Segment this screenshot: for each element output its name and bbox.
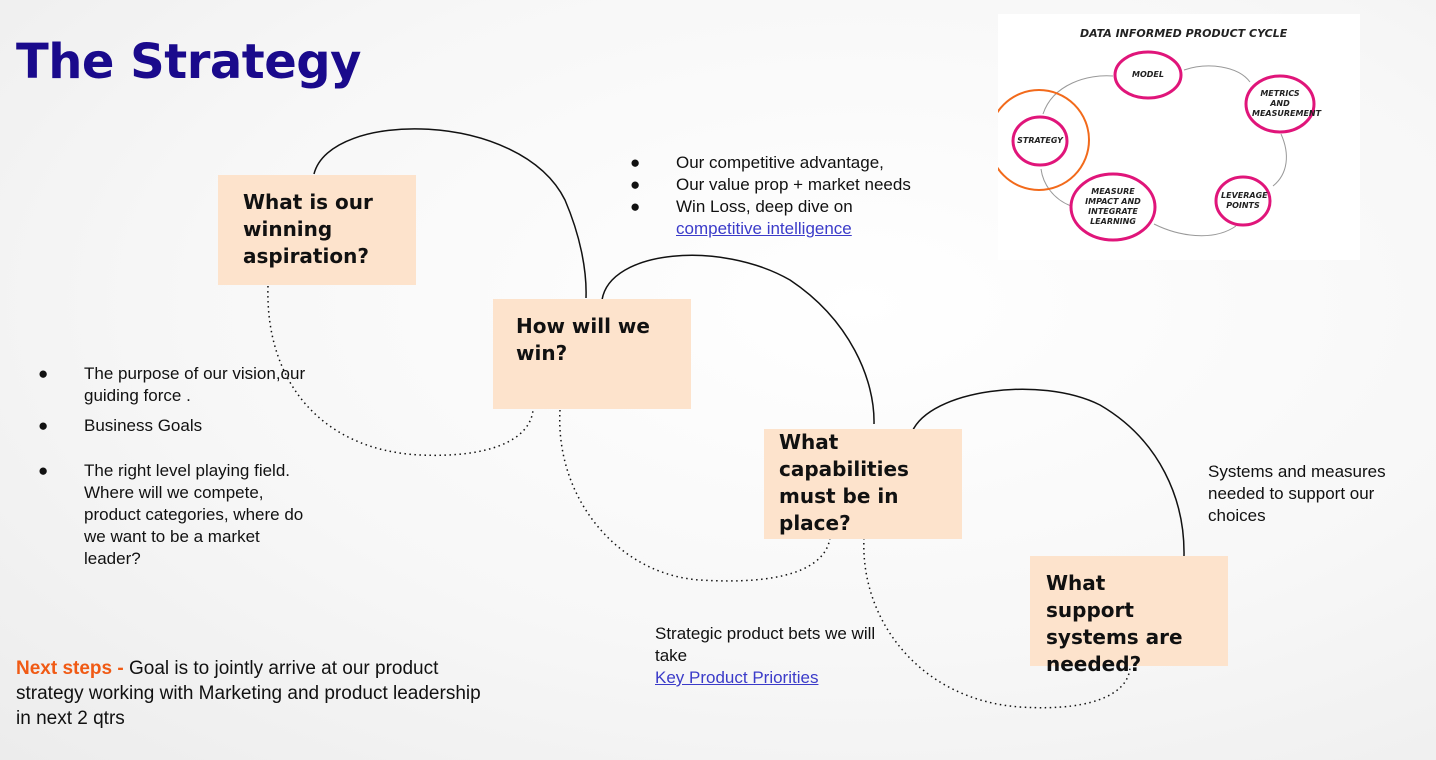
aspiration-note-field: The right level playing field. Where wil… <box>84 461 304 568</box>
win-note-winloss: Win Loss, deep dive on <box>676 197 853 216</box>
list-item: ● The right level playing field. Where w… <box>38 460 318 570</box>
node-model <box>1113 50 1183 100</box>
question-win-box: How will we win? <box>493 299 691 409</box>
next-steps: Next steps - Goal is to jointly arrive a… <box>16 656 486 731</box>
next-steps-label: Next steps - <box>16 658 124 679</box>
next-steps-text: Goal is to jointly arrive at our product… <box>16 658 481 729</box>
node-label-metrics: METRICS AND MEASUREMENT <box>1252 89 1322 118</box>
support-notes: Systems and measures needed to support o… <box>1208 462 1386 525</box>
curve-aspiration-to-win <box>313 128 587 299</box>
win-notes: ● Our competitive advantage, ● Our value… <box>630 152 950 240</box>
node-label-leverage: LEVERAGE POINTS <box>1221 191 1268 210</box>
aspiration-notes: ● The purpose of our vision,our guiding … <box>38 363 318 570</box>
cycle-title: DATA INFORMED PRODUCT CYCLE <box>1080 27 1288 40</box>
node-label-impact: MEASURE IMPACT AND INTEGRATE LEARNING <box>1085 187 1141 226</box>
capabilities-note-text: Strategic product bets we will take <box>655 624 876 665</box>
list-item: ● Business Goals <box>38 415 318 437</box>
bullet-icon: ● <box>38 364 49 383</box>
question-support-box: What support systems are needed? <box>1030 556 1228 676</box>
node-label-strategy: STRATEGY <box>1017 136 1063 145</box>
curve-capabilities-to-support <box>911 388 1185 557</box>
question-capabilities: What capabilities must be in place? <box>779 430 909 535</box>
list-item: ● Our value prop + market needs <box>630 174 950 196</box>
strategy-highlight-ring <box>998 89 1090 191</box>
curve-win-to-capabilities <box>601 254 875 425</box>
question-capabilities-box: What capabilities must be in place? <box>764 429 962 539</box>
node-label-model: MODEL <box>1132 70 1164 79</box>
node-strategy <box>1011 115 1069 167</box>
product-cycle-graphic <box>998 50 1316 242</box>
product-cycle-diagram: DATA INFORMED PRODUCT CYCLE MODEL METRIC… <box>998 14 1360 260</box>
bullet-icon: ● <box>38 416 49 435</box>
question-aspiration: What is our winning aspiration? <box>243 190 373 268</box>
list-item: ● The purpose of our vision,our guiding … <box>38 363 318 407</box>
bullet-icon: ● <box>630 197 641 216</box>
node-leverage <box>1214 175 1272 227</box>
node-impact <box>1069 172 1157 242</box>
list-item: ● Our competitive advantage, <box>630 152 950 174</box>
win-note-value-prop: Our value prop + market needs <box>676 175 911 194</box>
node-metrics <box>1244 74 1316 134</box>
aspiration-note-purpose: The purpose of our vision,our guiding fo… <box>84 364 306 405</box>
question-support: What support systems are needed? <box>1046 571 1183 676</box>
win-note-advantage: Our competitive advantage, <box>676 153 884 172</box>
bullet-icon: ● <box>630 153 641 172</box>
capabilities-notes: Strategic product bets we will take Key … <box>655 623 885 689</box>
aspiration-note-goals: Business Goals <box>84 416 203 435</box>
slide-title: The Strategy <box>16 34 361 90</box>
bullet-icon: ● <box>630 175 641 194</box>
key-product-priorities-link[interactable]: Key Product Priorities <box>655 668 819 687</box>
question-aspiration-box: What is our winning aspiration? <box>218 175 416 285</box>
loop-win <box>559 409 831 582</box>
question-win: How will we win? <box>516 314 650 365</box>
competitive-intelligence-link[interactable]: competitive intelligence <box>676 219 852 238</box>
list-item: ● Win Loss, deep dive on competitive int… <box>630 196 950 240</box>
bullet-icon: ● <box>38 461 49 480</box>
